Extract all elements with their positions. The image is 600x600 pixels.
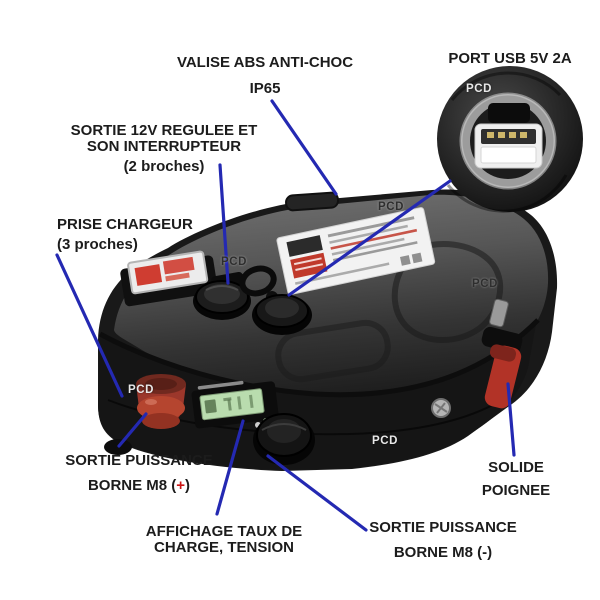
label-sortie-12v-line2: SON INTERRUPTEUR [86,138,242,155]
label-port-usb-line1: PORT USB 5V 2A [448,50,572,67]
callout-line-12v [218,163,230,285]
lid-groove-right [391,241,504,343]
label-prise-chargeur: PRISE CHARGEUR (3 proches) [57,217,247,253]
label-poignee-line1: SOLIDE [488,459,544,476]
label-valise-abs: VALISE ABS ANTI-CHOC IP65 [150,54,380,97]
callout-line-usb [287,179,452,297]
label-sortie-12v: SORTIE 12V REGULEE ET SON INTERRUPTEUR (… [60,123,268,175]
callout-line-poignee [506,382,516,457]
plus-sign: + [176,477,186,494]
label-sortie-puissance-plus: SORTIE PUISSANCE BORNE M8 (+) [39,452,239,494]
case-front [98,324,536,470]
knob-m8-minus [253,413,315,465]
connector-usb-capped [239,265,312,335]
lid-groove-front [275,319,391,383]
callout-line-m8-minus [266,454,368,532]
label-sortie-12v-line1: SORTIE 12V REGULEE ET [70,122,258,139]
pcd-watermark: PCD [378,201,405,213]
usb-port-inset-photo [437,66,583,213]
handle-red-grip [481,298,523,409]
label-affichage-line1: AFFICHAGE TAUX DE [145,523,303,540]
pcd-watermark: PCD [466,83,493,95]
pcd-watermark: PCD [221,256,248,268]
label-affichage-line2: CHARGE, TENSION [153,539,294,556]
usb-housing-tab [488,103,530,123]
case-screw-slot [434,402,448,414]
lid-parting-line [98,318,540,398]
label-sortie-plus-line1: SORTIE PUISSANCE [65,452,213,469]
fuse-window [120,250,218,307]
label-affichage: AFFICHAGE TAUX DE CHARGE, TENSION [124,524,324,556]
callout-lines [55,99,516,532]
label-sortie-minus-line2: BORNE M8 (-) [393,544,493,561]
charge-display [191,380,279,429]
product-sticker [276,207,436,295]
label-prise-chargeur-line2: (3 proches) [57,236,138,253]
label-sortie-12v-line3: (2 broches) [123,158,205,175]
pcd-watermark: PCD [372,435,399,447]
callout-line-m8-plus [117,412,148,448]
pcd-watermark: PCD [128,384,155,396]
terminal-m8-plus [136,374,186,429]
callout-line-chargeur [55,253,124,398]
label-prise-chargeur-line1: PRISE CHARGEUR [57,216,193,233]
label-sortie-plus-line2: BORNE M8 (+) [87,477,191,494]
label-solide-poignee: SOLIDE POIGNEE [436,459,596,499]
lid-handle-recess [285,191,340,212]
usb-connector-icon [474,123,543,169]
callout-line-valise [270,99,338,196]
label-valise-line2: IP65 [249,80,281,97]
label-sortie-puissance-minus: SORTIE PUISSANCE BORNE M8 (-) [343,519,543,561]
pcd-watermark: PCD [472,278,499,290]
label-sortie-minus-line1: SORTIE PUISSANCE [369,519,517,536]
label-port-usb: PORT USB 5V 2A [420,50,600,67]
label-valise-line1: VALISE ABS ANTI-CHOC [176,54,354,71]
label-poignee-line2: POIGNEE [481,482,551,499]
callout-line-affichage [215,419,245,516]
